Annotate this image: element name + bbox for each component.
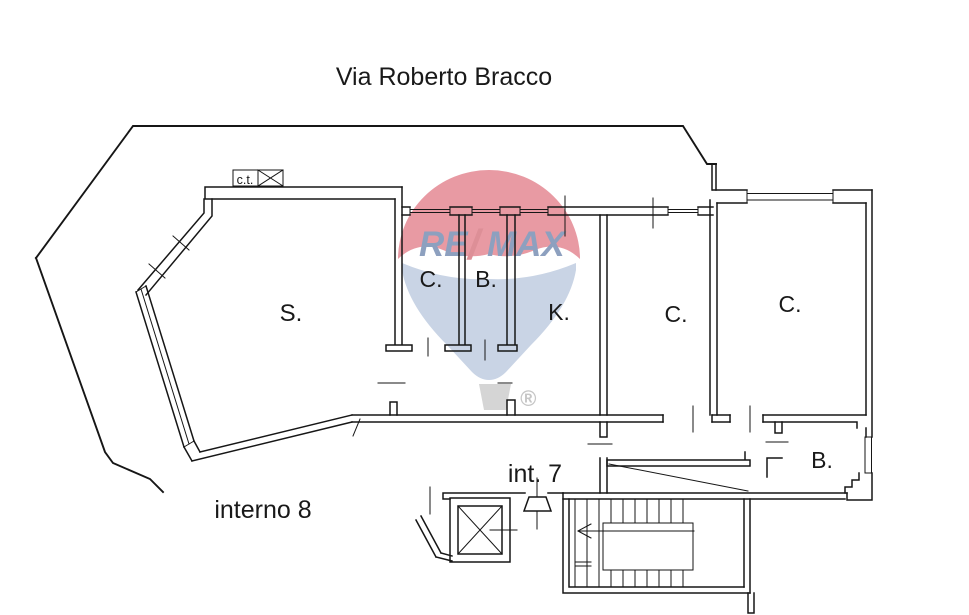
stair-treads	[574, 498, 684, 588]
room-label-bath-small: B.	[475, 266, 497, 292]
brand-slash: /	[466, 221, 484, 268]
walls-bedroom-large	[712, 189, 873, 501]
room-label-bedroom-mid: C.	[665, 301, 688, 327]
room-label-closet: C.	[420, 266, 443, 292]
boiler-label: c.t.	[237, 173, 254, 187]
entrance-landing	[414, 477, 564, 562]
room-label-kitchen: K.	[548, 299, 570, 325]
room-label-bath-main: B.	[811, 447, 833, 473]
elevator-x-icon	[457, 505, 503, 555]
plan-labels: Via Roberto Bracco c.t. S. C. B. K. C. C…	[214, 63, 833, 524]
walls-top-windows	[401, 195, 714, 237]
flight-diagonal	[608, 463, 749, 492]
door-thresholds	[377, 382, 789, 445]
wall-break-ticks	[148, 235, 190, 279]
walls-corridor	[351, 399, 867, 438]
unit-label: int. 7	[508, 460, 562, 488]
balloon-dome	[398, 170, 580, 259]
elevator	[449, 497, 518, 563]
stairwell	[562, 492, 848, 614]
building-outline	[34, 125, 717, 494]
boiler-box	[232, 169, 284, 187]
boiler-x-icon	[257, 169, 284, 187]
window-panes	[409, 206, 699, 216]
balloon-basket	[479, 384, 511, 410]
door-ticks	[352, 405, 751, 437]
entrance-door-icon	[522, 496, 553, 512]
brand-max: MAX	[487, 225, 567, 264]
remax-watermark: ® RE / MAX	[398, 170, 580, 411]
registered-mark: ®	[520, 386, 537, 411]
walls-living-room	[135, 186, 403, 463]
room-label-bedroom-large: C.	[779, 291, 802, 317]
walls-bath-main	[766, 421, 783, 478]
room-label-living: S.	[280, 300, 303, 327]
neighbor-unit-label: interno 8	[214, 496, 311, 524]
door-hinge-ticks	[427, 337, 486, 361]
street-title: Via Roberto Bracco	[336, 63, 552, 91]
walls-ramp	[599, 451, 751, 494]
window-panes-right-bedroom	[746, 189, 834, 204]
brand-re: RE	[419, 225, 469, 264]
walls-dividers	[377, 186, 789, 445]
window-panes-bath	[864, 436, 873, 474]
stair-direction-arrow	[575, 523, 695, 567]
balloon-cone	[402, 263, 576, 380]
